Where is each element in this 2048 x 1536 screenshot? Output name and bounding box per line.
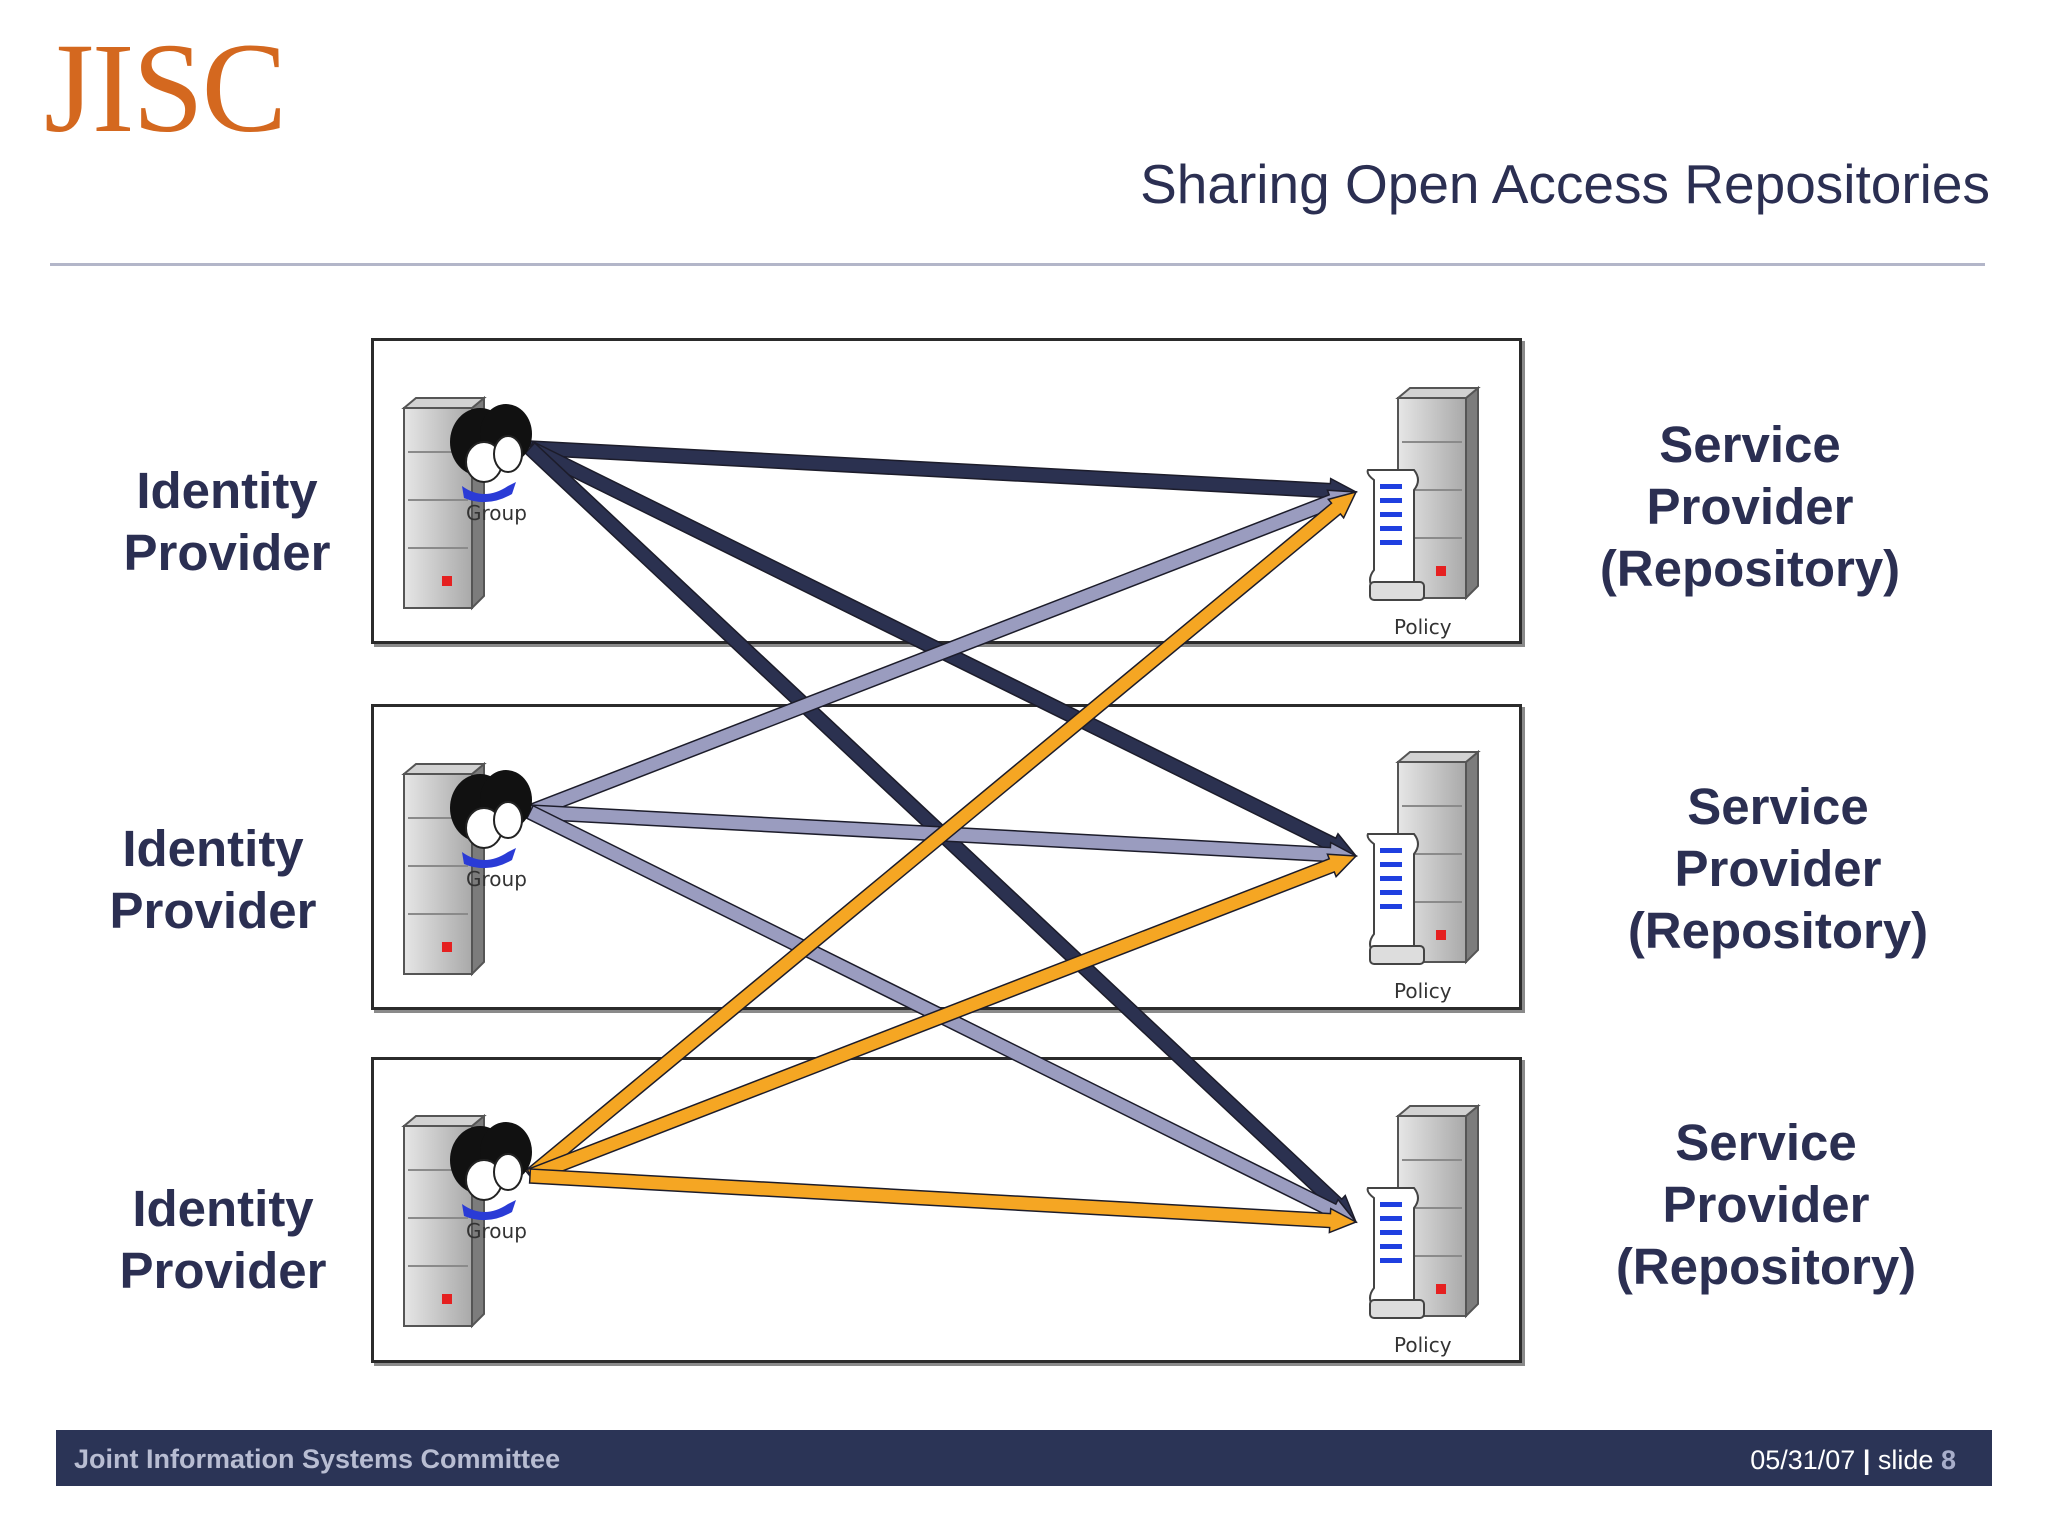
identity-icon-label: Group — [466, 867, 527, 891]
service-server-icon-2: Policy — [1366, 751, 1479, 1003]
connection-arrow-2-to-1 — [526, 489, 1358, 820]
identity-server-icon-1: Group — [403, 397, 532, 609]
footer-org-name: Joint Information Systems Committee — [74, 1444, 561, 1474]
service-icon-label: Policy — [1394, 1333, 1452, 1357]
connection-arrow-3-to-3 — [528, 1168, 1358, 1234]
connection-arrow-3-to-1 — [524, 490, 1358, 1183]
footer-slide-info: 05/31/07 | slide 8 — [1750, 1445, 1956, 1476]
identity-provider-label-2: Identity Provider — [109, 820, 317, 939]
policy-document-icon — [1366, 833, 1425, 965]
service-icon-label: Policy — [1394, 979, 1452, 1003]
footer-separator: | — [1862, 1445, 1871, 1475]
identity-provider-label-3: Identity Provider — [119, 1180, 327, 1299]
identity-server-icon-2: Group — [403, 763, 532, 975]
footer-slide-word: slide — [1877, 1445, 1934, 1475]
user-group-icon — [450, 1122, 532, 1221]
service-provider-label-3: Service Provider (Repository) — [1615, 1114, 1917, 1295]
footer-date: 05/31/07 — [1750, 1445, 1856, 1475]
identity-icon-label: Group — [466, 501, 527, 525]
footer-bar: Joint Information Systems Committee 05/3… — [56, 1430, 1992, 1486]
user-group-icon — [450, 404, 532, 503]
user-group-icon — [450, 770, 532, 869]
slide-title: Sharing Open Access Repositories — [1140, 153, 1990, 215]
policy-document-icon — [1366, 1187, 1425, 1319]
connection-arrow-1-to-1 — [528, 440, 1358, 504]
title-divider — [50, 263, 1985, 266]
service-provider-label-1: Service Provider (Repository) — [1599, 416, 1901, 597]
identity-provider-label-1: Identity Provider — [123, 462, 331, 581]
service-icon-label: Policy — [1394, 615, 1452, 639]
connection-arrow-3-to-2 — [526, 853, 1358, 1184]
connection-arrows — [524, 440, 1358, 1234]
service-server-icon-3: Policy — [1366, 1105, 1479, 1357]
identity-icon-label: Group — [466, 1219, 527, 1243]
identity-server-icon-3: Group — [403, 1115, 532, 1327]
jisc-logo: JISC — [44, 17, 287, 159]
service-provider-label-2: Service Provider (Repository) — [1627, 778, 1929, 959]
policy-document-icon — [1366, 469, 1425, 601]
footer-slide-number: 8 — [1940, 1445, 1956, 1475]
service-server-icon-1: Policy — [1366, 387, 1479, 639]
